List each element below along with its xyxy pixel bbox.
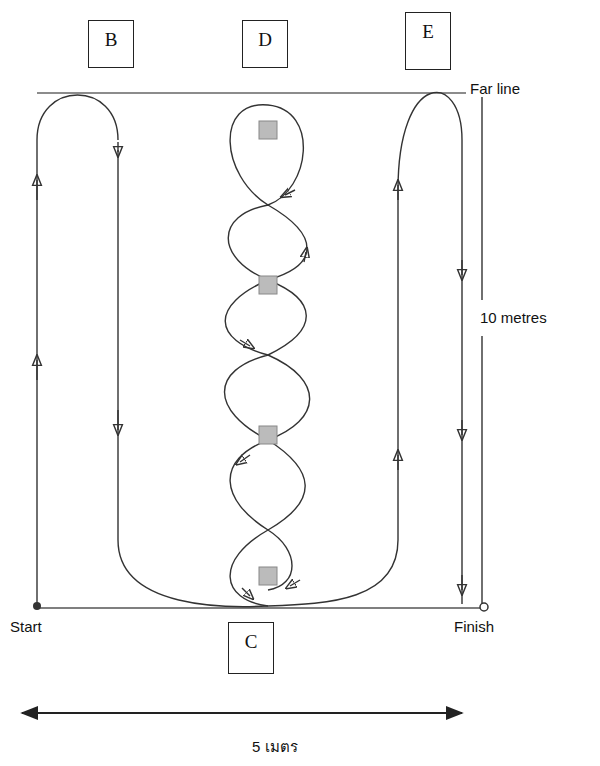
turn-path (37, 95, 118, 140)
run-path (118, 150, 398, 607)
station-letter: D (258, 21, 272, 51)
finish-dot (480, 603, 488, 611)
slalom-path (225, 105, 310, 606)
station-box: C (228, 622, 274, 674)
finish-label: Finish (452, 618, 496, 635)
station-letter: C (245, 623, 258, 653)
dimension-label: 5 เมตร (250, 735, 300, 759)
far-line-label: Far line (468, 80, 522, 97)
station-box: D (242, 20, 288, 68)
station-box: B (88, 20, 134, 68)
start-label: Start (8, 618, 44, 635)
station-letter: B (105, 21, 118, 51)
width-dimension (22, 712, 462, 714)
run-path (398, 93, 462, 604)
station-letter: E (422, 13, 434, 43)
cones (259, 121, 277, 585)
start-dot (33, 602, 41, 610)
station-box: E (405, 12, 451, 70)
far-line (37, 92, 466, 93)
dimension-label: 10 metres (478, 309, 549, 326)
run-path (36, 140, 37, 604)
start-line (37, 607, 482, 608)
